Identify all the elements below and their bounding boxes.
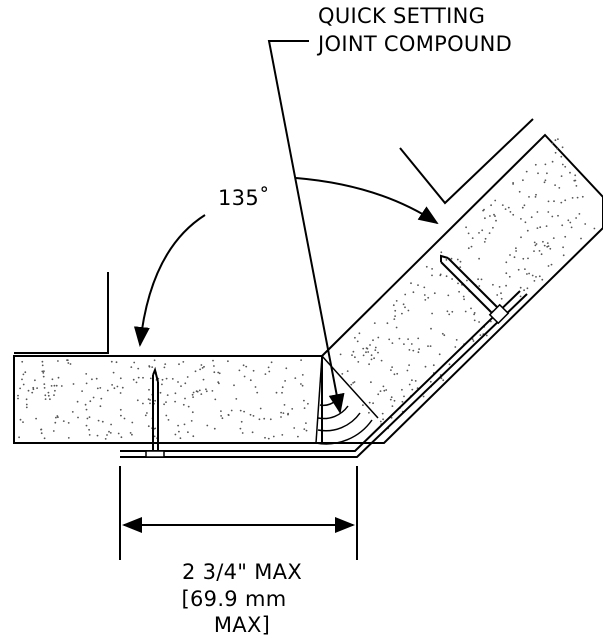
angle-label: 135˚	[218, 186, 270, 210]
framing-stud-right	[399, 118, 534, 205]
callout-line-2: JOINT COMPOUND	[316, 32, 512, 56]
angle-arc-left	[133, 214, 206, 347]
callout-line-1: QUICK SETTING	[318, 4, 485, 28]
callout-leader	[267, 40, 345, 414]
board-texture-dots	[17, 359, 309, 440]
screw-angled	[440, 254, 510, 325]
angled-gypsum-board	[321, 133, 603, 444]
board-texture-dots	[339, 138, 596, 430]
framing-stud-left	[14, 272, 109, 354]
horizontal-gypsum-board	[13, 355, 323, 444]
screw-horizontal	[145, 366, 165, 458]
metal-corner-bead	[120, 290, 528, 458]
dimension-line-1: 2 3/4" MAX	[182, 560, 302, 584]
dimension-line-2: [69.9 mm	[182, 587, 287, 611]
angle-arc-right	[295, 177, 439, 225]
dimension-line-3: MAX]	[214, 613, 270, 637]
